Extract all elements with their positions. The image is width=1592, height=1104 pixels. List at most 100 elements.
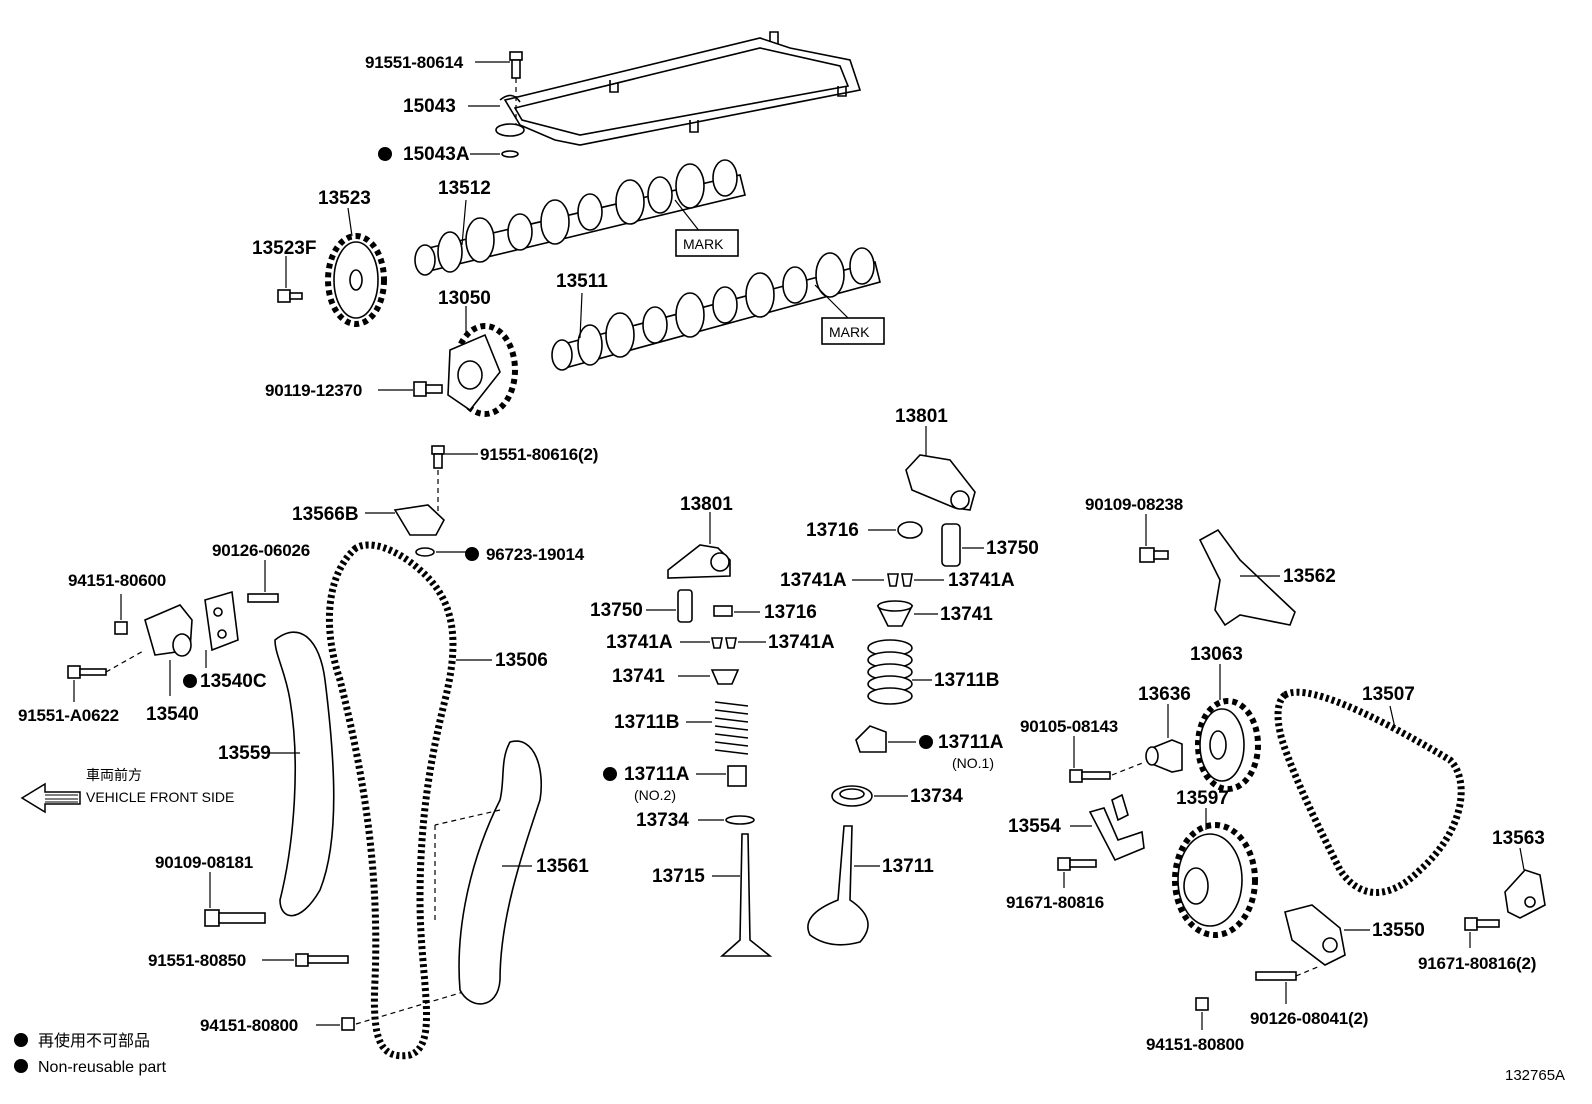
label-13715: 13715	[652, 866, 705, 887]
spring-13711B-right	[867, 639, 913, 705]
non-reusable-dot-icon	[183, 674, 197, 688]
bolt-91551-A0622	[67, 649, 146, 679]
legend-jp: 再使用不可部品	[38, 1032, 150, 1050]
lash-adjuster-13750-right	[941, 523, 961, 567]
mark-box-13512	[675, 229, 739, 257]
label-91551-80614: 91551-80614	[365, 53, 464, 72]
sprocket-13063	[1195, 698, 1261, 792]
nut-94151-80600	[114, 621, 128, 635]
label-13540: 13540	[146, 704, 199, 725]
label-90126-06026: 90126-06026	[212, 541, 310, 560]
bolt-13523F	[277, 289, 303, 303]
label-94151-80800-left: 94151-80800	[200, 1016, 298, 1035]
mark-box-13511	[821, 317, 885, 345]
camshaft-13511	[551, 247, 881, 371]
bushing-13636	[1145, 739, 1183, 773]
seat-13734-left	[725, 815, 755, 825]
shim-13716-right	[897, 521, 923, 539]
stud-90126-06026	[247, 593, 279, 603]
shim-13716-left	[713, 605, 733, 617]
vehicle-front-en: VEHICLE FRONT SIDE	[86, 789, 234, 805]
lash-adjuster-13750-left	[677, 589, 693, 623]
label-13741-right: 13741	[940, 604, 993, 625]
label-13741A-2: 13741A	[768, 632, 835, 653]
mark-label-13511: MARK	[829, 324, 870, 340]
legend-en: Non-reusable part	[38, 1059, 167, 1076]
non-reusable-dot-icon	[603, 767, 617, 781]
label-90119-12370: 90119-12370	[265, 381, 362, 400]
bolt-90119-12370	[413, 381, 443, 397]
label-13711B-left: 13711B	[614, 712, 680, 733]
label-13801-right: 13801	[895, 406, 948, 427]
label-13741A-4: 13741A	[948, 570, 1015, 591]
bolt-91551-80616	[431, 445, 445, 520]
label-96723-19014: 96723-19014	[486, 545, 585, 564]
label-13801-left: 13801	[680, 494, 733, 515]
timing-chain-13506	[325, 541, 457, 1060]
label-90109-08238: 90109-08238	[1085, 495, 1183, 514]
bolt-90109-08238	[1139, 547, 1169, 563]
tensioner-13540	[144, 604, 193, 657]
label-13734-right: 13734	[910, 786, 963, 807]
chain-guide-13561	[434, 740, 542, 1005]
cylinder-head-cover-gasket	[503, 31, 862, 146]
retainer-13741-right	[876, 600, 914, 627]
mark-label-13512: MARK	[683, 236, 724, 252]
gasket-15043A	[501, 150, 519, 158]
label-13550: 13550	[1372, 920, 1425, 941]
label-13566B: 13566B	[292, 504, 359, 525]
bolt-91671-80816-2	[1464, 917, 1500, 931]
chain-slipper-13559	[274, 631, 335, 917]
non-reusable-dot-icon	[919, 735, 933, 749]
spring-13711B-left	[714, 701, 749, 755]
vehicle-front-arrow-icon	[20, 782, 81, 814]
tensioner-13563	[1504, 869, 1546, 919]
seal-washer-15043	[495, 94, 525, 137]
gasket-13540C	[204, 590, 239, 652]
non-reusable-dot-icon	[378, 147, 392, 161]
non-reusable-dot-icon	[465, 547, 479, 561]
label-13559: 13559	[218, 743, 271, 764]
bolt-90109-08181	[204, 909, 266, 927]
bolt-91551-80850	[295, 953, 349, 967]
stud-90126-08041	[1255, 965, 1321, 981]
label-90109-08181: 90109-08181	[155, 853, 253, 872]
label-13716-right: 13716	[806, 520, 859, 541]
label-91671-80816: 91671-80816	[1006, 893, 1104, 912]
bolt-91671-80816	[1057, 857, 1097, 871]
timing-chain-13507	[1274, 688, 1465, 896]
label-13716-left: 13716	[764, 602, 817, 623]
slipper-13554	[1088, 793, 1145, 862]
label-91551-80850: 91551-80850	[148, 951, 246, 970]
label-90105-08143: 90105-08143	[1020, 717, 1118, 736]
label-13711: 13711	[882, 856, 934, 877]
label-13562: 13562	[1283, 566, 1336, 587]
legend-dot-icon	[14, 1059, 28, 1073]
valve-seal-13711A-no1	[855, 725, 887, 753]
sprocket-13597	[1172, 822, 1258, 938]
label-13511: 13511	[556, 271, 608, 292]
keeper-13741A-left	[711, 637, 737, 649]
label-94151-80800-right: 94151-80800	[1146, 1035, 1244, 1054]
label-13523: 13523	[318, 188, 371, 209]
label-13741-left: 13741	[612, 666, 665, 687]
label-13563: 13563	[1492, 828, 1545, 849]
label-13523F: 13523F	[252, 238, 316, 259]
label-13506: 13506	[495, 650, 548, 671]
sprocket-13523	[325, 233, 387, 327]
label-13750-right: 13750	[986, 538, 1039, 559]
label-13636: 13636	[1138, 684, 1191, 705]
intake-valve-13711	[807, 825, 869, 946]
label-91671-80816-2: 91671-80816(2)	[1418, 954, 1536, 973]
label-13711A-left: 13711A	[624, 764, 690, 785]
figure-id: 132765A	[1505, 1067, 1565, 1084]
label-91551-80616: 91551-80616(2)	[480, 445, 598, 464]
rocker-arm-13801-right	[905, 454, 976, 511]
camshaft-13512	[414, 159, 746, 276]
label-no1: (NO.1)	[952, 755, 994, 771]
label-13063: 13063	[1190, 644, 1243, 665]
label-13741A-3: 13741A	[780, 570, 847, 591]
valve-seal-13711A-no2	[727, 765, 747, 787]
label-no2: (NO.2)	[634, 787, 676, 803]
